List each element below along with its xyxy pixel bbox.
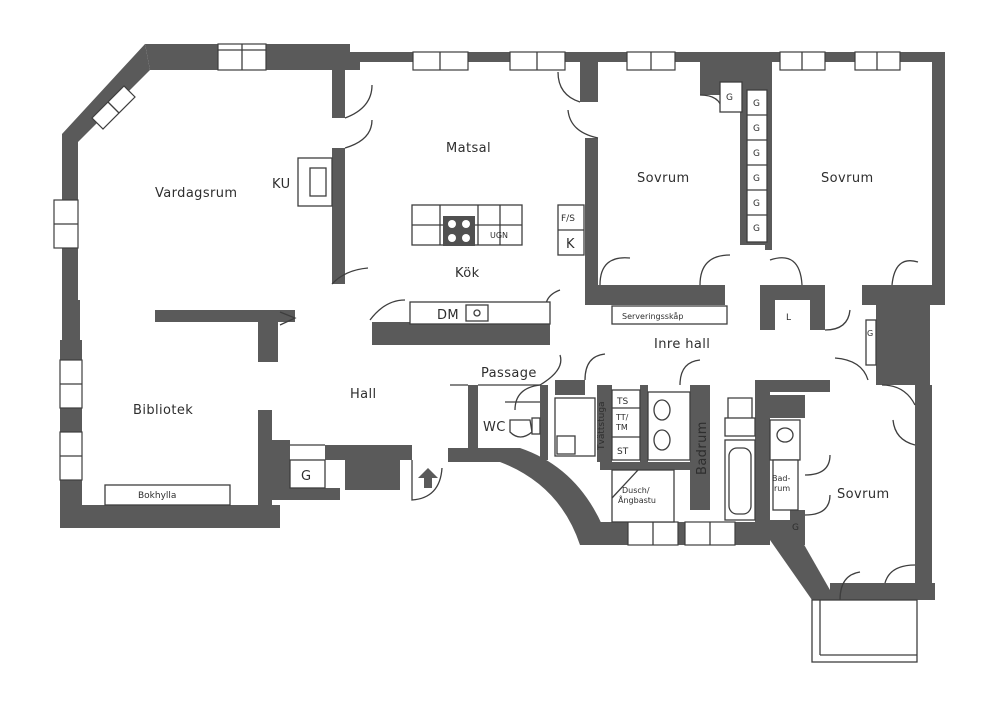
label-bokhylla: Bokhylla — [138, 491, 176, 501]
label-tm: TM — [615, 423, 628, 432]
label-g-wardrobe-5: G — [753, 199, 760, 209]
label-g-bath: G — [792, 523, 799, 533]
label-sovrum-3: Sovrum — [837, 487, 890, 502]
label-badrum-2-line-2: rum — [774, 484, 790, 493]
label-ugn: UGN — [490, 231, 508, 240]
label-g-wardrobe-2: G — [753, 124, 760, 134]
label-fs: F/S — [561, 214, 575, 224]
label-dusch-line-2: Ångbastu — [618, 494, 656, 505]
label-kok: Kök — [455, 266, 480, 281]
label-st: ST — [617, 447, 629, 457]
label-l: L — [786, 313, 791, 323]
label-g-hall: G — [301, 469, 311, 484]
label-ku: KU — [272, 177, 291, 192]
label-sovrum-2: Sovrum — [821, 171, 874, 186]
label-badrum-2-line-1: Bad- — [772, 474, 790, 483]
label-tvattstuga: Tvättstuga — [597, 401, 607, 451]
label-ts: TS — [616, 397, 628, 407]
label-sovrum-1: Sovrum — [637, 171, 690, 186]
room-labels: Vardagsrum KU Matsal Kök UGN F/S K DM So… — [133, 93, 890, 533]
label-g-right: G — [867, 329, 873, 338]
label-dm: DM — [437, 308, 459, 323]
wardrobe-labels: G G G G G G — [753, 99, 760, 234]
label-g-wardrobe-6: G — [753, 224, 760, 234]
label-dusch: Dusch/ Ångbastu — [618, 486, 656, 505]
label-passage: Passage — [481, 366, 537, 381]
label-g-closet: G — [726, 93, 733, 103]
label-serveringsskap: Serveringsskåp — [622, 311, 683, 321]
fixtures — [104, 81, 918, 663]
windows — [53, 43, 901, 546]
label-inre-hall: Inre hall — [654, 337, 710, 352]
label-badrum-2: Bad- rum — [772, 474, 793, 493]
label-g-wardrobe-1: G — [753, 99, 760, 109]
walls — [60, 44, 945, 600]
label-dusch-line-1: Dusch/ — [622, 486, 650, 495]
label-vardagsrum: Vardagsrum — [155, 186, 237, 201]
label-hall: Hall — [350, 387, 377, 402]
label-badrum-1: Badrum — [695, 421, 710, 475]
label-tt-tm: TT/ TM — [615, 413, 631, 432]
label-g-wardrobe-3: G — [753, 149, 760, 159]
label-bibliotek: Bibliotek — [133, 403, 193, 418]
label-wc: WC — [483, 420, 506, 435]
label-matsal: Matsal — [446, 141, 491, 156]
label-g-wardrobe-4: G — [753, 174, 760, 184]
label-k: K — [566, 237, 575, 252]
label-tt: TT/ — [615, 413, 629, 422]
